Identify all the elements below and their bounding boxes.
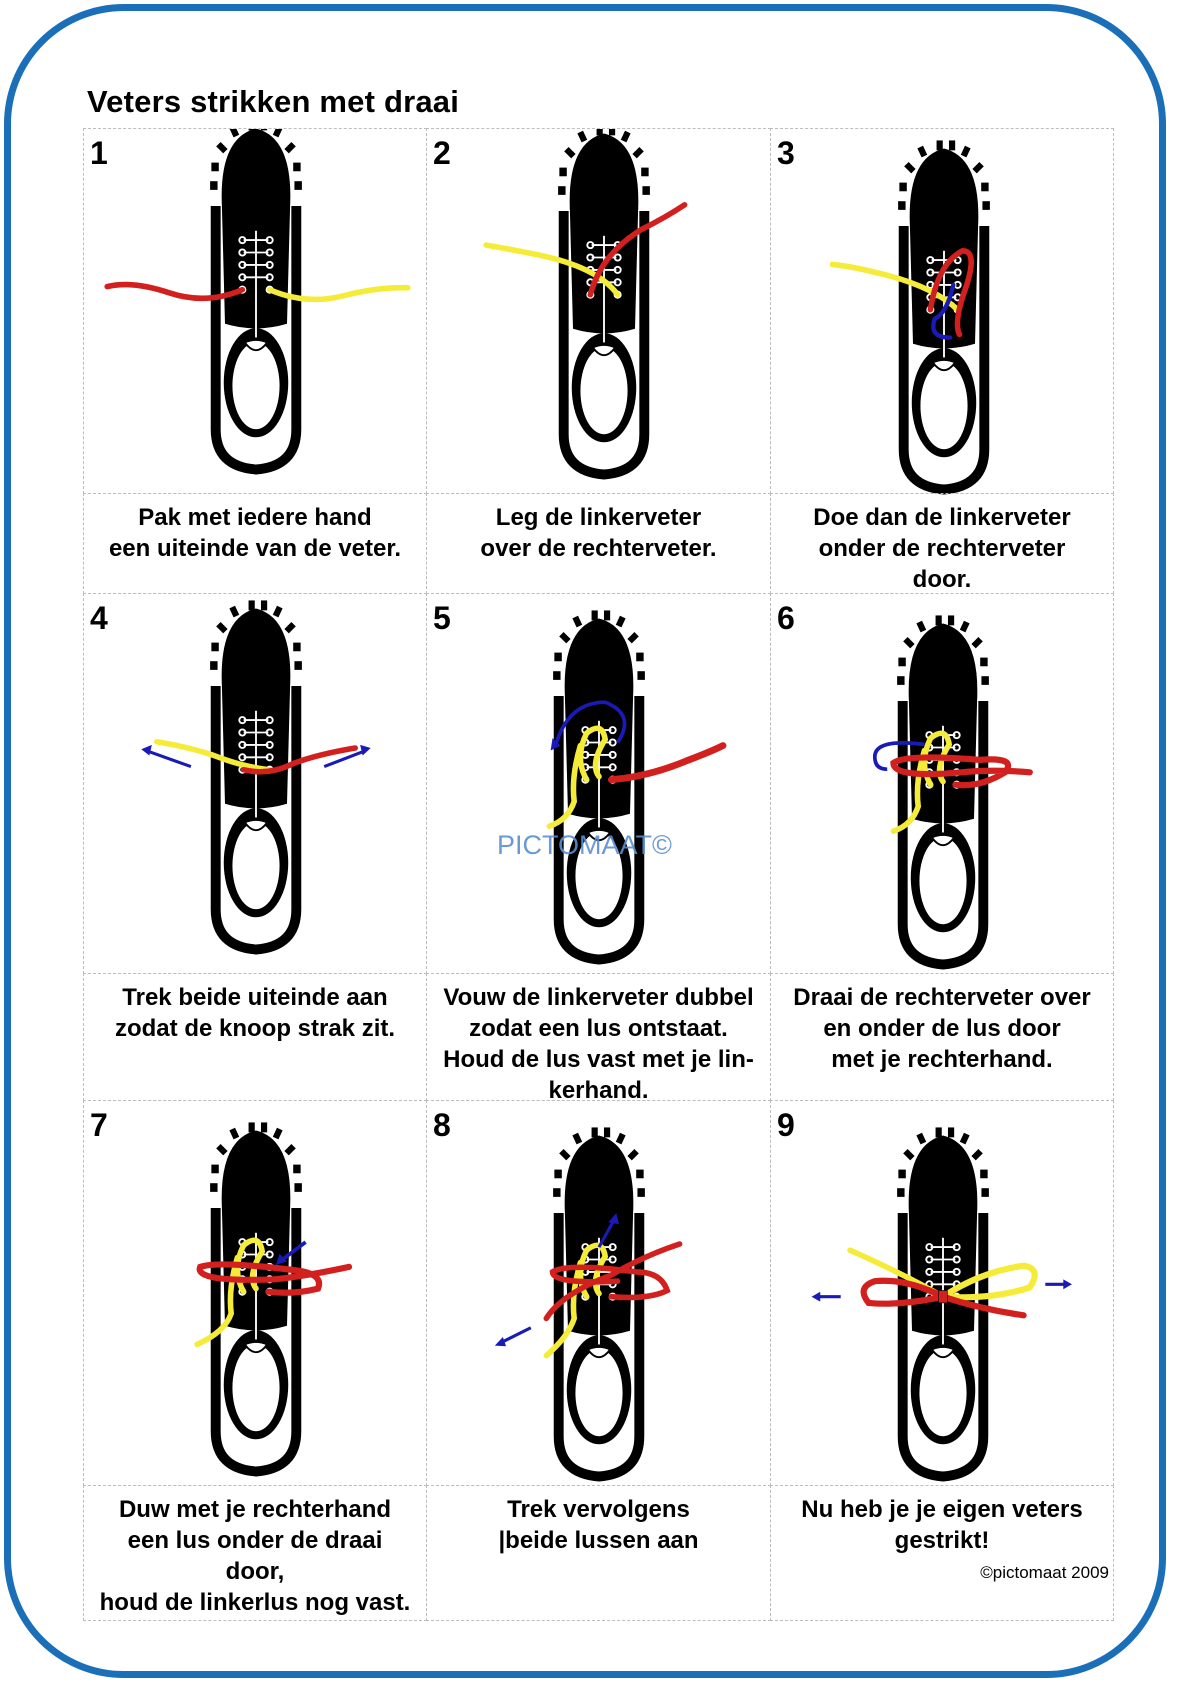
step-8-caption-cell: Trek vervolgens |beide lussen aan (426, 1485, 771, 1621)
step-number: 8 (433, 1107, 451, 1143)
step-2-image-cell: 2 (426, 128, 771, 494)
step-caption: Trek vervolgens |beide lussen aan (498, 1496, 699, 1554)
step-7-caption-cell: Duw met je rechterhand een lus onder de … (83, 1485, 427, 1621)
step-number: 9 (777, 1107, 795, 1143)
page-title: Veters strikken met draai (87, 84, 460, 119)
step-number: 1 (90, 135, 108, 171)
step-number: 3 (777, 135, 795, 171)
copyright-notice: ©pictomaat 2009 (980, 1563, 1109, 1582)
shoe-illustration-step-8 (494, 1101, 683, 1487)
shoe-illustration-step-1 (104, 129, 411, 495)
step-number: 2 (433, 135, 451, 171)
step-number: 4 (90, 600, 108, 636)
shoe-illustration-step-4 (141, 594, 371, 975)
step-caption: Vouw de linkerveter dubbel zodat een lus… (443, 984, 754, 1104)
step-3-caption-cell: Doe dan de linkerveter onder de rechterv… (770, 493, 1114, 594)
step-9-caption-cell: Nu heb je je eigen veters gestrikt! ©pic… (770, 1485, 1114, 1621)
step-6-caption-cell: Draai de rechterveter over en onder de l… (770, 973, 1114, 1101)
shoe-illustration-step-2 (483, 129, 688, 495)
shoe-illustration-step-6 (872, 594, 1033, 975)
step-2-caption-cell: Leg de linkerveter over de rechterveter. (426, 493, 771, 594)
step-1-caption-cell: Pak met iedere hand een uiteinde van de … (83, 493, 427, 594)
step-caption: Duw met je rechterhand een lus onder de … (99, 1496, 411, 1616)
step-caption: Doe dan de linkerveter onder de rechterv… (813, 504, 1071, 593)
step-5-image-cell: 5 (426, 593, 771, 974)
step-6-image-cell: 6 (770, 593, 1114, 974)
shoe-illustration-step-5 (546, 594, 727, 975)
step-3-image-cell: 3 (770, 128, 1114, 494)
shoe-illustration-step-9 (811, 1101, 1072, 1487)
step-caption: Pak met iedere hand een uiteinde van de … (108, 504, 402, 562)
steps-grid: 1 2 3 P (83, 128, 1114, 1621)
step-number: 5 (433, 600, 451, 636)
step-4-caption-cell: Trek beide uiteinde aan zodat de knoop s… (83, 973, 427, 1101)
step-7-image-cell: 7 (83, 1100, 427, 1486)
step-9-image-cell: 9 (770, 1100, 1114, 1486)
step-caption: Leg de linkerveter over de rechterveter. (480, 504, 717, 562)
page-border (4, 4, 1166, 1678)
watermark: PICTOMAAT© (497, 830, 672, 860)
step-caption: Draai de rechterveter over en onder de l… (793, 984, 1091, 1073)
step-caption: Trek beide uiteinde aan zodat de knoop s… (114, 984, 396, 1042)
step-number: 6 (777, 600, 795, 636)
shoe-illustration-step-3 (829, 129, 1115, 495)
shoe-illustration-step-7 (194, 1101, 353, 1487)
step-8-image-cell: 8 (426, 1100, 771, 1486)
step-caption: Nu heb je je eigen veters gestrikt! (801, 1496, 1083, 1554)
step-1-image-cell: 1 (83, 128, 427, 494)
step-4-image-cell: 4 (83, 593, 427, 974)
step-5-caption-cell: Vouw de linkerveter dubbel zodat een lus… (426, 973, 771, 1104)
step-number: 7 (90, 1107, 108, 1143)
